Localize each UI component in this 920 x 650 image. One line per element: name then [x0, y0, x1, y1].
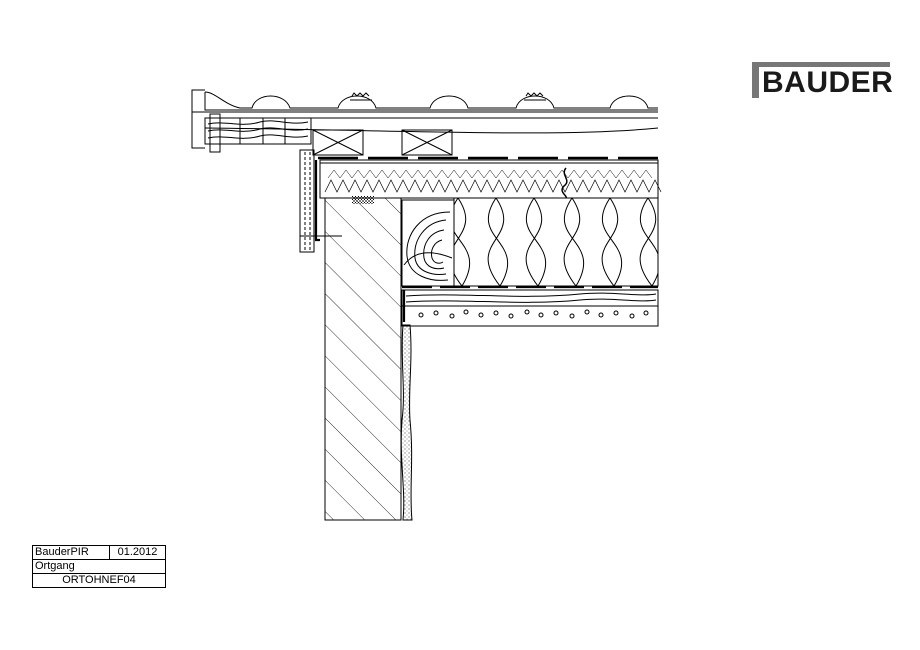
bauder-logo: BAUDER	[752, 62, 894, 99]
title-block: BauderPIR 01.2012 Ortgang ORTOHNEF04	[32, 545, 166, 588]
masonry-wall	[324, 197, 402, 521]
mineral-wool	[453, 197, 659, 287]
logo-bar-top	[752, 62, 890, 67]
title-block-row-product: BauderPIR 01.2012	[33, 546, 165, 560]
logo-text: BAUDER	[762, 66, 894, 99]
logo-bar-left	[752, 62, 759, 98]
battens	[204, 113, 659, 156]
rafter	[401, 199, 455, 287]
pir-insulation-board	[318, 156, 662, 204]
product-name: BauderPIR	[33, 546, 110, 559]
roof-tiles	[191, 89, 658, 149]
title-block-row-subject: Ortgang	[33, 560, 165, 574]
ceiling-boards-dots	[418, 309, 649, 319]
plaster-layer	[400, 324, 413, 521]
title-block-row-code: ORTOHNEF04	[33, 574, 165, 587]
ceiling-layers	[401, 285, 659, 327]
verge-board	[299, 149, 342, 253]
drawing-subject: Ortgang	[35, 560, 75, 572]
drawing-code: ORTOHNEF04	[62, 574, 136, 586]
drawing-date: 01.2012	[117, 546, 158, 558]
